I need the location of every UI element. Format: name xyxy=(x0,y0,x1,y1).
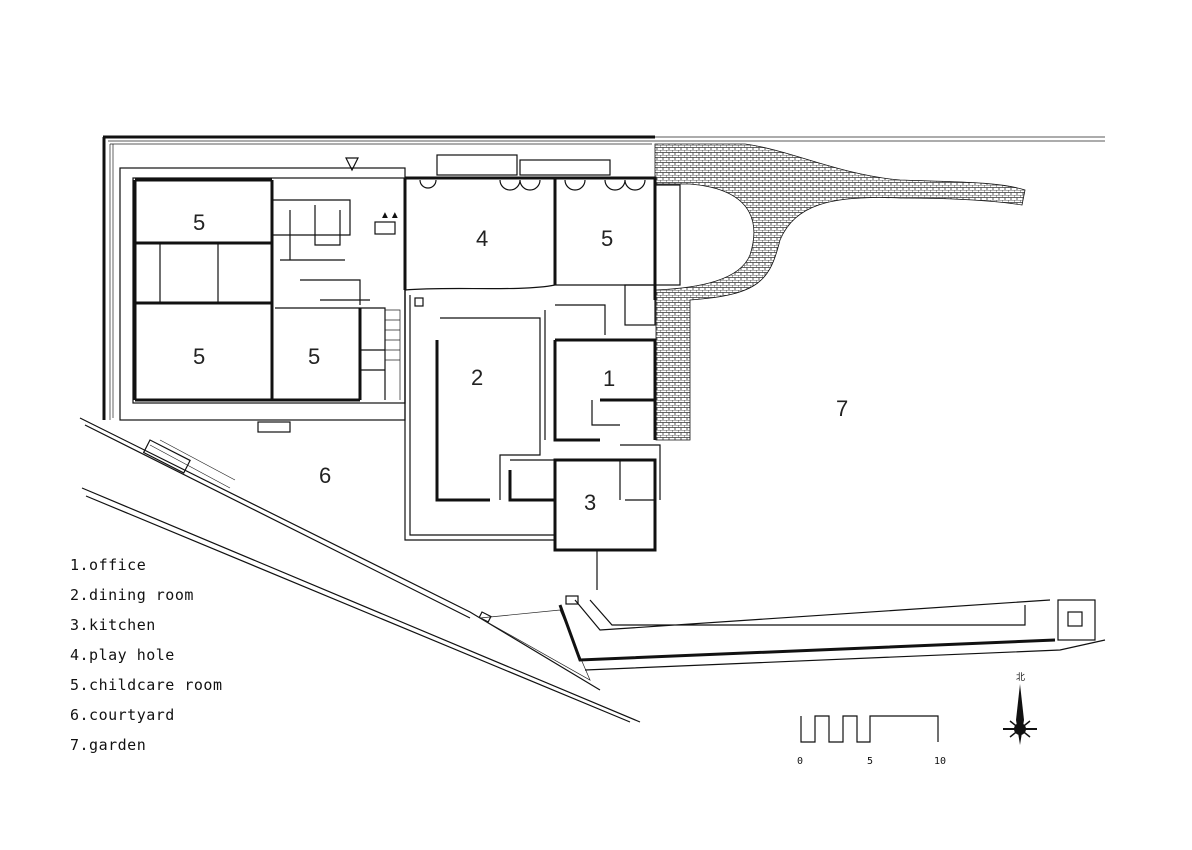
legend-item: 2.dining room xyxy=(70,586,194,604)
legend-item: 6.courtyard xyxy=(70,706,175,724)
room-number-office: 1 xyxy=(603,366,615,391)
room-number-courtyard: 6 xyxy=(319,463,331,488)
legend-item: 5.childcare room xyxy=(70,676,223,694)
room-number-dining: 2 xyxy=(471,365,483,390)
scale-label-10: 10 xyxy=(934,756,946,767)
legend-item: 3.kitchen xyxy=(70,616,156,634)
legend-item: 1.office xyxy=(70,556,147,574)
site-boundary xyxy=(102,135,1105,420)
scale-label-5: 5 xyxy=(867,756,873,767)
room-number-garden: 7 xyxy=(836,396,848,421)
legend-item: 4.play hole xyxy=(70,646,175,664)
room-number-childcare-nw: 5 xyxy=(193,210,205,235)
legend-item: 7.garden xyxy=(70,736,147,754)
room-number-kitchen: 3 xyxy=(584,490,596,515)
room-number-childcare-s: 5 xyxy=(308,344,320,369)
room-number-play: 4 xyxy=(476,226,488,251)
room-number-childcare-ne: 5 xyxy=(601,226,613,251)
scale-bar: 0 5 10 xyxy=(797,715,946,767)
west-block: ▲▲ xyxy=(119,157,406,433)
road xyxy=(79,417,641,723)
north-arrow-icon: 北 xyxy=(1003,672,1037,745)
svg-text:▲▲: ▲▲ xyxy=(380,210,400,221)
garden-path xyxy=(654,143,1026,441)
central-block xyxy=(404,290,661,590)
south-wall xyxy=(558,595,1106,671)
room-number-childcare-sw: 5 xyxy=(193,344,205,369)
north-label: 北 xyxy=(1016,672,1025,682)
north-block xyxy=(403,154,681,326)
scale-label-0: 0 xyxy=(797,756,803,767)
legend: 1.office 2.dining room 3.kitchen 4.play … xyxy=(70,555,223,765)
